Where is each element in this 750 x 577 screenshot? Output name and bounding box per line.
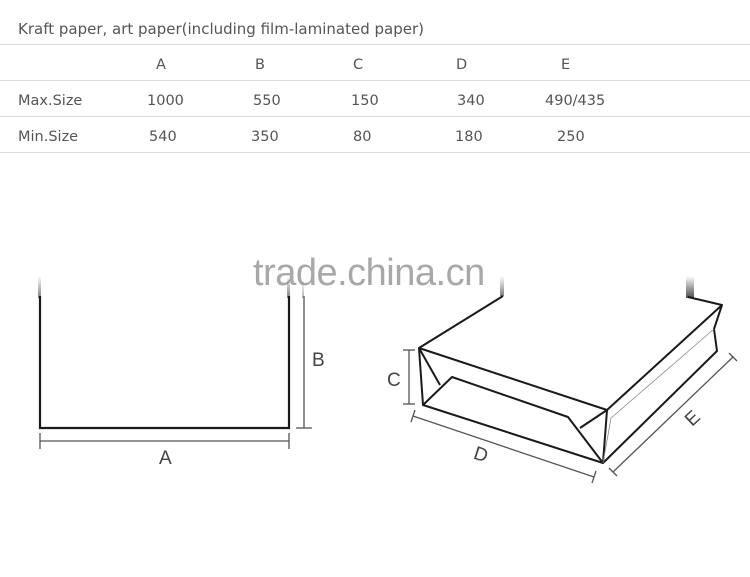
header-a: A — [156, 57, 166, 73]
label-b: B — [312, 350, 325, 371]
table-title: Kraft paper, art paper(including film-la… — [18, 20, 424, 38]
cell-c: 150 — [351, 93, 379, 109]
cell-a: 540 — [149, 129, 177, 145]
watermark: trade.china.cn — [253, 252, 485, 294]
label-c: C — [387, 370, 401, 391]
row-label: Min.Size — [18, 129, 79, 145]
label-a: A — [159, 448, 172, 469]
cell-e: 490/435 — [545, 93, 606, 109]
flat-view — [38, 276, 312, 449]
cell-e: 250 — [557, 129, 585, 145]
header-b: B — [255, 57, 265, 73]
cell-d: 180 — [455, 129, 483, 145]
cell-b: 350 — [251, 129, 279, 145]
label-e: E — [681, 407, 705, 431]
iso-dimensions — [403, 349, 738, 484]
header-d: D — [456, 57, 468, 73]
header-c: C — [353, 57, 364, 73]
cell-d: 340 — [457, 93, 485, 109]
header-e: E — [561, 57, 571, 73]
divider — [0, 152, 750, 153]
divider — [0, 44, 750, 45]
cell-b: 550 — [253, 93, 281, 109]
divider — [0, 116, 750, 117]
iso-view — [418, 276, 723, 464]
row-label: Max.Size — [18, 93, 83, 109]
label-d: D — [471, 443, 491, 467]
divider — [0, 80, 750, 81]
cell-a: 1000 — [147, 93, 184, 109]
cell-c: 80 — [353, 129, 372, 145]
